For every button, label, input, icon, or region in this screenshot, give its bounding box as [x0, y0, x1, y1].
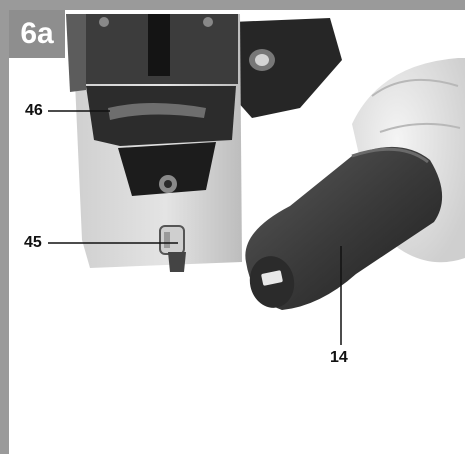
part-14-handle	[245, 146, 443, 310]
callout-14: 14	[330, 349, 348, 366]
dark-block	[232, 18, 342, 118]
callout-45: 45	[24, 234, 42, 251]
figure-number-badge: 6a	[9, 10, 65, 58]
callout-46: 46	[25, 102, 43, 119]
screw-left	[99, 17, 109, 27]
part-45-pin	[159, 225, 185, 255]
frame-top-border	[0, 0, 465, 10]
lower-recess	[118, 142, 216, 196]
frame-left-border	[0, 0, 9, 454]
part-46-lever	[86, 86, 236, 146]
screw-right	[203, 17, 213, 27]
